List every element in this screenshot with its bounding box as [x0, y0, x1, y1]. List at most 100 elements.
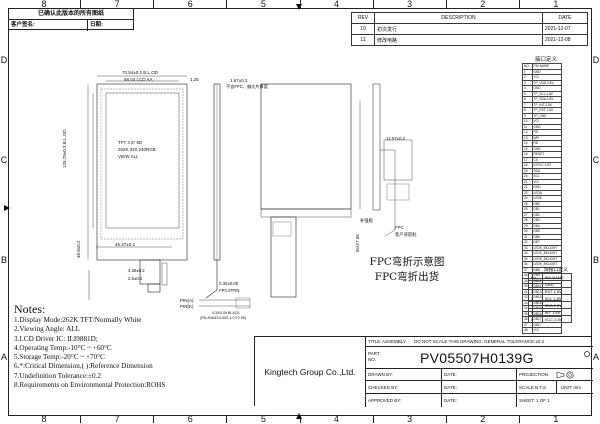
part-no-label: PART NO: [368, 351, 380, 362]
note-item: 4.Operating Temp:-10°C ~ +60°C [14, 343, 112, 352]
drawn-by-label: DRAWN BY: [368, 372, 394, 377]
note-item: 2.Viewing Angle: ALL [14, 325, 81, 334]
dim-side-max: MAX7.55 [355, 234, 360, 252]
zone-col-label: 6 [154, 0, 228, 9]
zone-row-label: C [592, 155, 600, 165]
pin-name: TP_VDD 2.8V [531, 79, 563, 86]
pin-name: DB8 [531, 266, 563, 273]
dim-small-2: 2.5±0.2 [128, 276, 143, 281]
fpc-label: FPC [395, 225, 404, 230]
pin-table-2-title: 焊接口定义 [544, 268, 568, 273]
sticker-label: 客户背胶贴 [395, 232, 417, 237]
dim-top-offset: 1.25 [190, 77, 199, 82]
dim-outline-height: 125.79±0.2 B.L.OD [62, 129, 67, 169]
note-item: 7.Undefinition Tolerance:±0.2 [14, 371, 101, 380]
pin-name: TP_SDA 2.8V [531, 96, 563, 103]
fold-caption-2: FPC弯折出货 [374, 271, 440, 283]
front-outline [96, 83, 188, 261]
dim-small-1: 4.38±0.2 [128, 268, 145, 273]
zone-row-label: C [0, 155, 8, 165]
zone-col-label: 4 [301, 415, 374, 424]
fpc-note: 0.30/0.05 BLACK [212, 311, 240, 315]
back-outline [260, 83, 352, 210]
date-cell: 2021-12-08 [542, 34, 588, 46]
pin-name: TP_RST 2.8V [531, 107, 563, 114]
note-item: 3.LCD Driver IC: ILI9881D; [14, 334, 98, 343]
back-stiffener [383, 139, 413, 181]
lcd-label-2: 262K 320 240RGB [118, 147, 156, 152]
dim-outline-width: 70.54±0.2 B.L.OD [122, 70, 158, 75]
checked-by-label: CHECKED BY: [368, 385, 399, 390]
zone-col-label: 7 [81, 415, 155, 424]
folded-side [372, 83, 381, 211]
title-label: TITLE: [368, 339, 382, 344]
company-name: Kingtech Group Co.,Ltd. [264, 367, 356, 377]
fpc-note-2: (PN:ZNA4S4-50S-1.0 F2.95) [200, 316, 246, 320]
back-fpc [270, 216, 297, 298]
zone-row-label: B [0, 255, 7, 265]
approval-title: 已确认此版本的所有图纸 [9, 9, 133, 20]
zone-col-label: 1 [553, 0, 559, 9]
note-item: 6.*:Critical Dimension,( ):Reference Dim… [14, 362, 153, 371]
front-viewing-area [100, 88, 184, 240]
approval-date-label: 日期: [90, 22, 103, 28]
drawn-date-label: DATE: [444, 372, 457, 377]
pin-a-label: PIN(A) [180, 298, 194, 303]
notes-title: Notes: [14, 302, 46, 316]
pin-name: LEDK_BKLIGHT [531, 261, 563, 268]
front-fpc-tail [147, 283, 161, 293]
note-item: 8.Requirements on Environmental Protecti… [14, 381, 166, 390]
zone-row-label: B [592, 255, 599, 265]
projection-symbol-icon [556, 371, 574, 379]
checked-date-label: DATE: [444, 385, 457, 390]
zone-col-label: 1 [553, 414, 559, 424]
pin-name: VCI [531, 74, 563, 81]
zone-row-label: A [592, 352, 599, 362]
pin-name: TP_INT 2.8V [531, 101, 563, 108]
dim-fpc-thickness: 0.30±0.05 [219, 281, 239, 286]
projection-label: PROJECTION [519, 372, 549, 377]
note-item: 5.Storage Temp:-20°C ~ +70°C [14, 353, 105, 362]
pin-name: VCI [531, 327, 563, 334]
zone-row-label: D [0, 55, 8, 65]
title-block: Kingtech Group Co.,Ltd. TITLE: ASSEMBLY … [254, 336, 593, 407]
pin-name: VCC 2.8V [541, 315, 573, 323]
stiffener-label: 补强板 [360, 218, 373, 223]
approved-date-label: DATE: [444, 398, 457, 403]
notes-block: Notes: 1.Display Mode:262K TFT/Normally … [14, 302, 165, 390]
front-fpc-connector [161, 262, 168, 286]
customer-approval-box: 已确认此版本的所有图纸 客户签名: 日期: [8, 8, 134, 31]
pin-name: GND [531, 68, 563, 75]
zone-col-label: 8 [8, 0, 82, 9]
lcd-label-3: VIEW ALL [118, 154, 139, 159]
scale-label: SCALE:N.T.S [519, 385, 547, 390]
sheet-label: SHEET: 1 OF 1 [519, 398, 550, 403]
zone-row-label: D [592, 55, 600, 65]
pin-table-title: 接口定义 [535, 57, 558, 63]
zone-col-label: 4 [301, 0, 374, 9]
scale-note: DO NOT SCALE THIS DRAWING. GENERAL TOLER… [414, 339, 545, 344]
title-value: ASSEMBLY [382, 339, 406, 344]
zone-col-label: 2 [447, 415, 520, 424]
approved-by-label: APPROVED BY: [368, 398, 402, 403]
dim-bottom: 48.8±0.2 [76, 240, 81, 258]
pin-k-label: PIN(K) [180, 304, 194, 309]
zone-row-label: A [0, 352, 7, 362]
dim-back-1: 12.57±0.2 [386, 136, 406, 141]
zone-col-label: 3 [374, 0, 447, 9]
pin-name-header: PIN NAME [531, 63, 563, 70]
